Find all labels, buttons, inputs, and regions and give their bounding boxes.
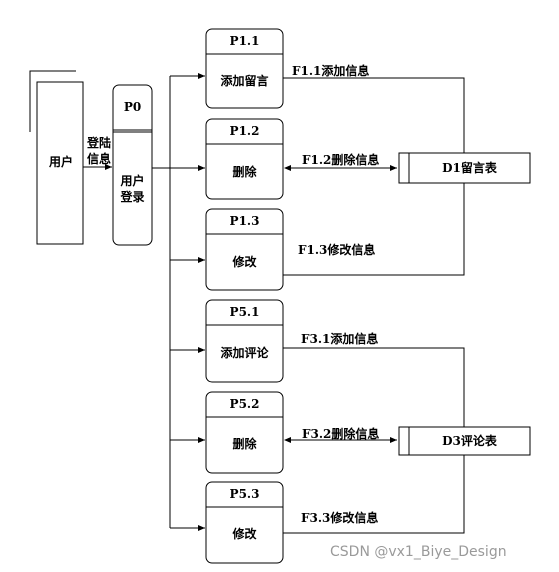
process-p5-1-name: 添加评论 bbox=[220, 346, 269, 360]
datastore-d1-box bbox=[398, 152, 531, 184]
datastore-d3-label: D3评论表 bbox=[442, 434, 497, 448]
watermark-text: CSDN @vx1_Biye_Design bbox=[330, 544, 507, 560]
process-p1-3-name: 修改 bbox=[232, 255, 257, 269]
process-p1-2-name: 删除 bbox=[232, 165, 257, 179]
flow-f1-3-line bbox=[283, 183, 465, 276]
flow-f1-3-label: F1.3修改信息 bbox=[298, 243, 376, 257]
process-p5-3-id: P5.3 bbox=[229, 487, 260, 501]
flow-f3-3-label: F3.3修改信息 bbox=[301, 511, 379, 525]
process-p0-name-line1: 用户 bbox=[120, 174, 145, 188]
process-p5-2-box bbox=[205, 391, 284, 474]
process-p5-1-box bbox=[205, 299, 284, 383]
flow-f1-2-label: F1.2删除信息 bbox=[302, 153, 380, 167]
flow-f3-1-line bbox=[283, 347, 465, 427]
process-p0-name-line2: 登录 bbox=[120, 190, 145, 204]
process-p0-id: P0 bbox=[123, 100, 142, 114]
process-p5-1-id: P5.1 bbox=[229, 305, 260, 319]
process-p1-1-box bbox=[205, 28, 284, 109]
process-p1-3-id: P1.3 bbox=[229, 214, 260, 228]
flow-f3-2-label: F3.2删除信息 bbox=[302, 427, 380, 441]
process-p1-2-box bbox=[205, 118, 284, 200]
flow-f3-1-label: F3.1添加信息 bbox=[301, 332, 379, 346]
process-p5-3-box bbox=[205, 481, 284, 564]
process-p1-1-name: 添加留言 bbox=[220, 74, 269, 88]
process-p1-1-id: P1.1 bbox=[229, 34, 260, 48]
entity-user-label: 用户 bbox=[49, 155, 74, 169]
process-p5-2-name: 删除 bbox=[232, 437, 257, 451]
flow-f1-1-line bbox=[283, 77, 465, 153]
datastore-d1-label: D1留言表 bbox=[442, 161, 497, 175]
login-flow-label-line2: 信息 bbox=[87, 152, 112, 166]
entity-user bbox=[29, 70, 84, 245]
process-p1-2-id: P1.2 bbox=[229, 124, 260, 138]
datastore-d3-box bbox=[398, 426, 531, 456]
process-p5-3-name: 修改 bbox=[232, 527, 257, 541]
process-p1-3-box bbox=[205, 208, 284, 291]
process-p5-2-id: P5.2 bbox=[229, 397, 260, 411]
p0-distribution-bus bbox=[152, 76, 171, 528]
flow-f1-1-label: F1.1添加信息 bbox=[292, 64, 370, 78]
login-flow-label-line1: 登陆 bbox=[87, 136, 112, 150]
process-p0-box bbox=[112, 84, 153, 246]
flow-f3-3-line bbox=[283, 455, 465, 534]
